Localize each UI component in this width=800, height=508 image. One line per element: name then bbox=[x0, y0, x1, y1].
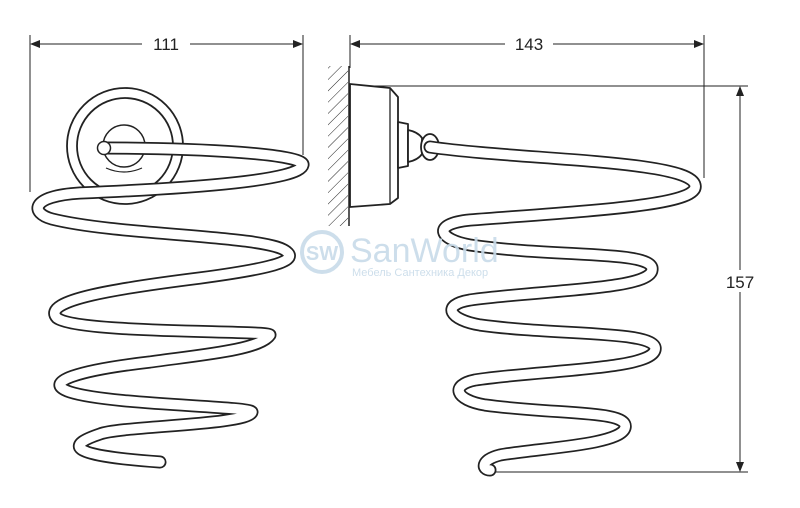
dimension-width-label: 111 bbox=[153, 35, 179, 54]
sanworld-logo-letters: SW bbox=[306, 243, 338, 265]
dimension-depth-label: 143 bbox=[515, 35, 543, 54]
dimension-width: 111 bbox=[29, 33, 304, 192]
dimension-height: 157 bbox=[360, 85, 758, 473]
side-view: 143 157 bbox=[328, 33, 758, 477]
sanworld-logo-icon: SW bbox=[300, 230, 344, 274]
watermark-brand: SanWorld bbox=[350, 232, 499, 270]
dimension-depth: 143 bbox=[349, 33, 705, 178]
sanworld-watermark: SW SanWorld Мебель Сантехника Декор bbox=[300, 230, 499, 279]
wall-hatch bbox=[328, 66, 350, 226]
dimension-height-label: 157 bbox=[726, 273, 754, 292]
spiral-side bbox=[423, 140, 702, 477]
spiral-front bbox=[31, 140, 310, 469]
front-view: 111 bbox=[29, 33, 310, 469]
watermark-tagline: Мебель Сантехника Декор bbox=[352, 267, 488, 279]
